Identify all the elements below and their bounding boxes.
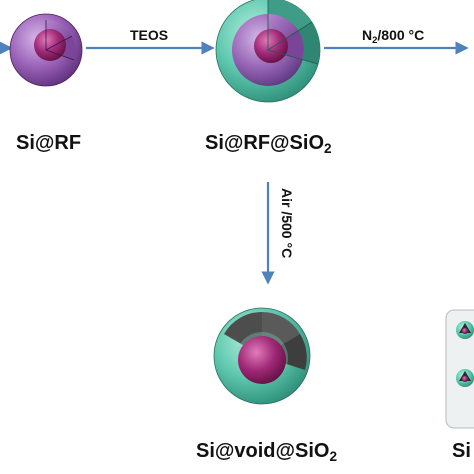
si-rf-sio2-text: Si@RF@SiO <box>205 132 325 154</box>
si-void-sio2-subscript: 2 <box>329 449 338 465</box>
air-text: Air /500 °C <box>279 188 295 259</box>
label-si-rf-sio2: Si@RF@SiO2 <box>205 132 332 155</box>
label-si-rf: Si@RF <box>16 132 81 155</box>
si-rf-sio2-subscript: 2 <box>324 141 332 157</box>
n2-text: N <box>362 27 373 43</box>
label-cropped-right: Si <box>452 440 471 463</box>
si-void-sio2-text: Si@void@SiO <box>196 440 330 462</box>
n2-temp-text: /800 °C <box>377 27 425 43</box>
arrow-label-teos: TEOS <box>130 27 168 43</box>
label-si-void-sio2: Si@void@SiO2 <box>196 440 337 463</box>
n2-subscript: 2 <box>372 34 378 46</box>
si-rf-text: Si@RF <box>16 132 82 154</box>
cropped-right-text: Si <box>452 440 471 462</box>
si-rf-sio2-particle <box>215 0 321 103</box>
cropped-right-particle <box>445 309 474 429</box>
arrow-label-n2-800: N2/800 °C <box>362 27 425 46</box>
si-rf-particle <box>9 13 83 87</box>
teos-text: TEOS <box>130 27 169 43</box>
arrow-label-air-500: Air /500 °C <box>279 188 295 278</box>
si-void-sio2-particle <box>213 307 311 405</box>
